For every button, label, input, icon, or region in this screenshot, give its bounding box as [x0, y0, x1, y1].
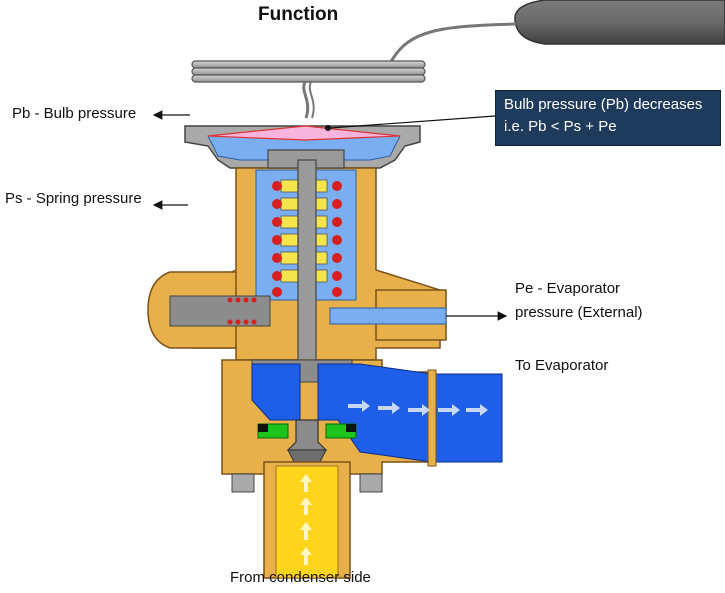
nut-left — [231, 473, 255, 493]
valve-seat — [257, 419, 357, 467]
label-evaporator-pressure-line1: Pe - Evaporator — [515, 280, 621, 297]
callout-line1: Bulb pressure (Pb) decreases — [504, 96, 703, 113]
diagram-title: Function — [258, 4, 339, 25]
power-head — [184, 125, 421, 169]
capillary-tube — [388, 22, 517, 69]
flow-arrows-inlet — [300, 474, 312, 565]
outlet-passage — [251, 363, 503, 467]
label-from-condenser: From condenser side — [230, 569, 371, 586]
label-bulb-pressure: Pb - Bulb pressure — [12, 105, 137, 122]
label-evaporator-pressure-line2: pressure (External) — [515, 304, 643, 321]
callout-pointer-dot — [325, 125, 331, 131]
callout-line2: i.e. Pb < Ps + Pe — [504, 118, 617, 135]
callout-box: Bulb pressure (Pb) decreases i.e. Pb < P… — [495, 90, 721, 146]
label-to-evaporator: To Evaporator — [515, 357, 609, 374]
label-spring-pressure: Ps - Spring pressure — [5, 190, 142, 207]
nut-right — [359, 473, 383, 493]
callout-pointer — [329, 115, 496, 129]
adjusting-spring — [227, 297, 257, 325]
diaphragm — [207, 125, 401, 141]
flow-arrows-outlet — [348, 400, 488, 416]
capillary-coil — [191, 60, 426, 119]
sensing-bulb — [514, 0, 725, 45]
